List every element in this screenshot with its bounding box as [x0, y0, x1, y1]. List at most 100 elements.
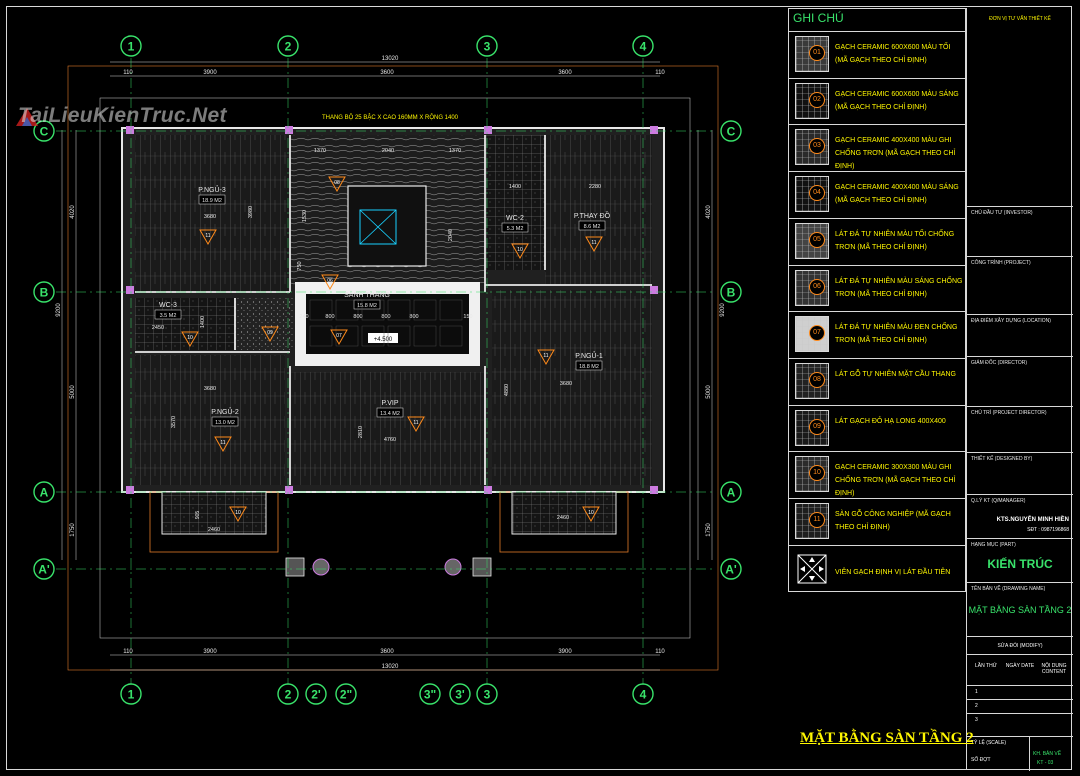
- tb-location: ĐỊA ĐIỂM XÂY DỰNG (LOCATION): [967, 314, 1073, 356]
- dim-row-left: 5000: [70, 385, 76, 399]
- legend-swatch-03: 03: [795, 129, 829, 166]
- legend-number: 03: [809, 138, 825, 155]
- room-name: P.NGỦ-2: [211, 407, 239, 416]
- grid-bubble-right: A: [727, 486, 736, 500]
- dim-total-left: 9200: [56, 303, 62, 317]
- room-dim: 3680: [560, 381, 572, 387]
- hall-tile: [413, 299, 437, 321]
- room-tag-triangle: [511, 243, 529, 260]
- room-area: 5.3 M2: [507, 226, 524, 232]
- room-area-box: [154, 309, 182, 320]
- room-dim: 2810: [358, 426, 364, 438]
- balcony-tag: 10: [235, 510, 241, 516]
- room-tag-triangle: [199, 229, 217, 246]
- room-tag-triangle: [585, 236, 603, 253]
- stair-tag-triangle: [328, 176, 346, 193]
- grid-bubble-top-3: 3: [484, 40, 491, 54]
- legend-text: GẠCH CERAMIC 400X400 MÀU GHI CHỐNG TRƠN …: [835, 137, 956, 171]
- legend-text: LÁT ĐÁ TỰ NHIÊN MÀU TỐI CHỐNG TRƠN (MÃ T…: [835, 230, 955, 251]
- tb-designer: THIẾT KẾ (DESIGNED BY): [967, 452, 1073, 494]
- drawing-frame: [6, 6, 1072, 770]
- legend-text: LÁT GỖ TỰ NHIÊN MẶT CẦU THANG: [835, 370, 956, 378]
- room-area: 15.8 M2: [357, 303, 377, 309]
- grid-bubble-bottom-circle: [335, 683, 357, 705]
- room-tag: 11: [591, 240, 596, 246]
- grid-bubble-bottom-circle: [476, 683, 498, 705]
- legend-text: LÁT ĐÁ TỰ NHIÊN MÀU ĐEN CHỐNG TRƠN (MÃ T…: [835, 324, 958, 345]
- hall-tile: [387, 299, 411, 321]
- legend-swatch-05: 05: [795, 222, 829, 259]
- hall-tile: [335, 299, 359, 321]
- grid-bubble-top-3-circle: [476, 35, 498, 57]
- dim-edge: 110: [123, 70, 133, 76]
- legend-swatch-11: 11: [795, 503, 829, 539]
- room-area-box: [211, 416, 239, 427]
- balcony-dim: 905: [195, 511, 201, 520]
- hall-side-tag-triangle: [321, 274, 339, 291]
- stair-dim: 1370: [449, 148, 461, 154]
- room-tag: 11: [413, 420, 418, 426]
- stair-dim: 1530: [302, 210, 308, 222]
- tb-unit-text: ĐƠN VỊ TƯ VẤN THIẾT KẾ: [989, 16, 1051, 22]
- hall-tile: [361, 325, 385, 347]
- title-block: ĐƠN VỊ TƯ VẤN THIẾT KẾ CHỦ ĐẦU TƯ (INVES…: [966, 8, 1073, 771]
- grid-bubble-left-circle: [33, 120, 55, 142]
- room-name: P.VIP: [382, 400, 399, 407]
- hall-tile: [439, 325, 463, 347]
- legend-text: GẠCH CERAMIC 300X300 MÀU GHI CHỐNG TRƠN …: [835, 464, 956, 498]
- grid-bubble-bottom: 3": [424, 688, 436, 702]
- grid-bubble-bottom: 1: [128, 688, 135, 702]
- rev-col-header: NỘI DUNG CONTENT: [1041, 663, 1067, 675]
- dim-edge: 110: [123, 649, 133, 655]
- tb-manager: Q.LÝ KT (Q/MANAGER) KTS.NGUYỄN MINH HIỀN…: [967, 494, 1073, 538]
- room-area: 18.9 M2: [202, 198, 222, 204]
- tb-project: CÔNG TRÌNH (PROJECT): [967, 256, 1073, 314]
- first-tile-marker-icon: [797, 554, 827, 584]
- room-tag: 10: [187, 335, 193, 341]
- room-area-box: [575, 360, 603, 371]
- grid-bubble-left: A': [38, 563, 50, 577]
- grid-bubble-left-circle: [33, 281, 55, 303]
- legend-swatch-02: 02: [795, 82, 829, 119]
- room-tag: 11: [205, 233, 210, 239]
- grid-bubble-bottom: 4: [640, 688, 647, 702]
- grid-bubble-bottom: 2": [340, 688, 352, 702]
- legend-swatch-09: 09: [795, 409, 829, 446]
- hall-dim: 240: [299, 314, 308, 320]
- grid-bubble-right: A': [725, 563, 737, 577]
- room-tag: 11: [220, 440, 225, 446]
- legend-row-first-tile: VIÊN GẠCH ĐỊNH VỊ LÁT ĐẦU TIÊN: [789, 545, 967, 593]
- grid-bubble-right: B: [727, 286, 736, 300]
- tb-drawing-value: MẶT BẰNG SÀN TẦNG 2: [968, 605, 1072, 615]
- room-tag-triangle: [330, 329, 348, 346]
- tb-part-value: KIẾN TRÚC: [987, 557, 1053, 571]
- hall-tile: [439, 299, 463, 321]
- legend-number: 06: [809, 278, 825, 295]
- room-tag-triangle: [181, 331, 199, 348]
- room-dim: 3680: [204, 386, 216, 392]
- legend-swatch-08: 08: [795, 362, 829, 399]
- balcony-dim: 2460: [208, 527, 220, 533]
- grid-bubble-left-circle: [33, 481, 55, 503]
- legend-swatch-04: 04: [795, 176, 829, 213]
- hall-tile: [387, 325, 411, 347]
- dim-span: 3600: [380, 70, 394, 76]
- room-tag: 07: [336, 333, 342, 339]
- balcony-tag-triangle: [582, 506, 600, 523]
- room-dim: 4760: [384, 437, 396, 443]
- room-name: WC-3: [159, 302, 177, 309]
- room-area: 13.0 M2: [215, 420, 235, 426]
- hall-tile: [361, 299, 385, 321]
- stair-dim: 750: [297, 261, 303, 270]
- hall-tile: [309, 299, 333, 321]
- room-name: SẢNH THANG: [344, 290, 390, 299]
- tb-manager-phone: SĐT : 0987196868: [1027, 527, 1069, 533]
- tb-manager-name: KTS.NGUYỄN MINH HIỀN: [996, 517, 1069, 523]
- legend-text: GẠCH CERAMIC 400X400 MÀU SÁNG (MÃ GẠCH T…: [835, 184, 959, 205]
- dim-span: 3900: [558, 649, 572, 655]
